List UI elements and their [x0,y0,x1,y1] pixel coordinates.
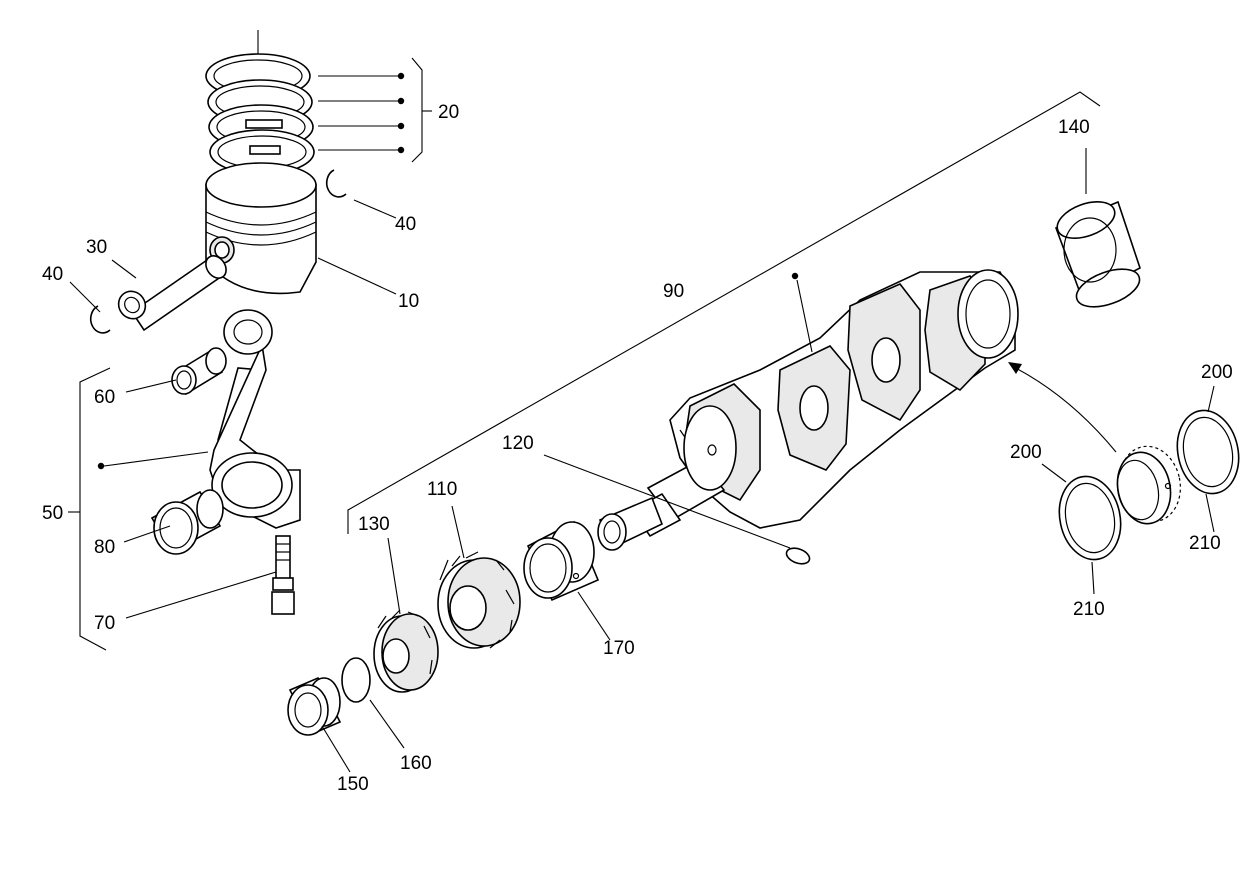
crankshaft-bracket [347,91,1101,534]
splined-journal [597,496,664,551]
callout-30: 30 [86,237,107,258]
gear-small [373,609,439,693]
thrust-washer-left [1058,475,1122,561]
callout-60: 60 [94,387,115,408]
thrust-bearing-assembly [1008,362,1181,525]
piston [205,162,317,295]
callout-210-right: 210 [1189,533,1221,554]
small-end-bushing [171,347,227,396]
callout-labels: 20 40 40 30 10 60 50 80 70 90 140 120 11… [42,102,1233,795]
callout-140: 140 [1058,117,1090,138]
callout-170: 170 [603,638,635,659]
callout-160: 160 [400,753,432,774]
thrust-washer-right [1176,409,1240,495]
callout-120: 120 [502,433,534,454]
connecting-rod-bolt [271,535,295,615]
callout-leader-lines [69,148,1215,773]
callout-10: 10 [398,291,419,312]
circlip-left [89,305,111,334]
callout-200-left: 200 [1010,442,1042,463]
callout-200-right: 200 [1201,362,1233,383]
circlip-right [325,169,347,198]
callout-110: 110 [427,479,457,500]
callout-150: 150 [337,774,369,795]
callout-210-bottom: 210 [1073,599,1105,620]
callout-50: 50 [42,503,63,524]
front-main-bearing [523,520,600,602]
callout-80: 80 [94,537,115,558]
callout-70: 70 [94,613,115,634]
callout-40-left: 40 [42,264,63,285]
ring-leader-lines [318,57,432,163]
big-end-bearing-shell [150,489,224,555]
connecting-rod [209,309,301,529]
callout-20: 20 [438,102,459,123]
gear-large [437,551,521,649]
main-bearing-rear [1054,200,1141,308]
rod-assembly-bracket [68,367,209,651]
crankshaft [630,269,1019,538]
callout-90: 90 [663,281,684,302]
piston-pin [117,255,227,332]
front-seal-ring [287,676,342,736]
callout-40-right: 40 [395,214,416,235]
piston-ring-set [205,30,315,175]
snap-ring [341,657,371,703]
woodruff-key [785,547,811,565]
callout-130: 130 [358,514,390,535]
